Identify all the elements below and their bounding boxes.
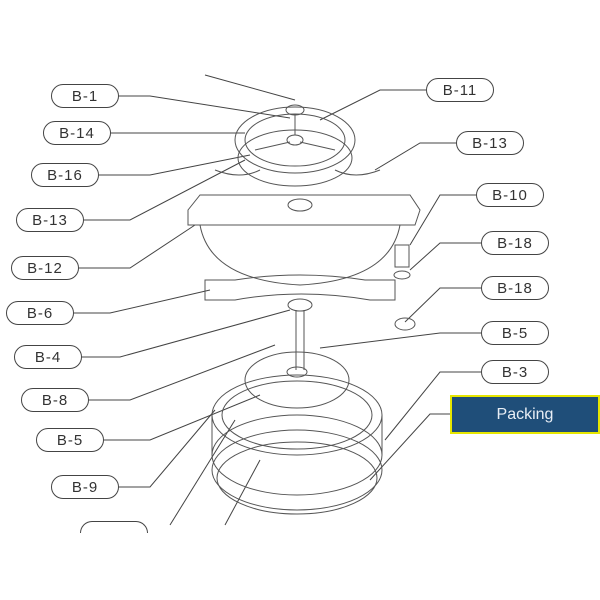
label-b-12: B-12 [11, 256, 79, 280]
label-b-10: B-10 [476, 183, 544, 207]
label-b-3: B-3 [481, 360, 549, 384]
label-b-1: B-1 [51, 84, 119, 108]
label-b-18-lower: B-18 [481, 276, 549, 300]
disc-part [244, 351, 350, 409]
label-b-14: B-14 [43, 121, 111, 145]
label-b-8: B-8 [21, 388, 89, 412]
label-b-4: B-4 [14, 345, 82, 369]
label-b-13-right: B-13 [456, 131, 524, 155]
leader-lines [74, 74, 481, 526]
stem-part [287, 244, 416, 370]
label-b-13-left: B-13 [16, 208, 84, 232]
yoke-part [187, 194, 421, 286]
label-b-18-upper: B-18 [481, 231, 549, 255]
label-b-5-right: B-5 [481, 321, 549, 345]
bracket-part [204, 274, 396, 301]
label-b-9: B-9 [51, 475, 119, 499]
handwheel-part [214, 104, 381, 187]
label-b-6: B-6 [6, 301, 74, 325]
packing-callout: Packing [450, 395, 600, 434]
label-b-11: B-11 [426, 78, 494, 102]
label-partial [80, 521, 148, 533]
label-b-16: B-16 [31, 163, 99, 187]
label-b-5-left: B-5 [36, 428, 104, 452]
body-part [211, 374, 383, 515]
